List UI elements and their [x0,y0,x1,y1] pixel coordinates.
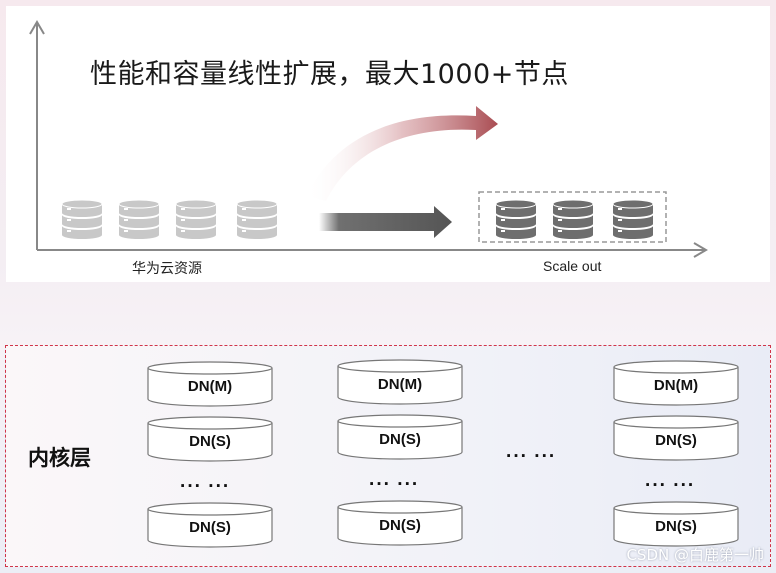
db-cylinder-icon [147,502,273,548]
database-icon [61,199,103,239]
node-label: DN(S) [379,431,421,448]
node-label: DN(M) [377,376,423,393]
db-node: DN(M) [147,361,273,407]
db-cylinder-icon [613,360,739,406]
database-icon [118,199,160,239]
db-cylinder-icon [613,415,739,461]
axis-label-scale-out: Scale out [543,258,602,274]
db-cylinder-icon [337,414,463,460]
columns-ellipsis: ··· ··· [506,446,557,467]
db-node: DN(S) [337,414,463,460]
db-node: DN(S) [337,500,463,546]
db-cylinder-icon [147,361,273,407]
dark-database-icons [495,199,654,239]
node-label: DN(M) [187,378,233,395]
node-label: DN(S) [189,519,231,536]
watermark: CSDN @白鹿第一帅 [626,546,764,564]
node-label: DN(S) [655,432,697,449]
database-icon [552,199,594,239]
database-icon [175,199,217,239]
scale-out-panel: 性能和容量线性扩展，最大1000+节点 华为云资源 Scale out [6,6,770,282]
light-database-icons [61,199,278,239]
db-cylinder-icon [337,359,463,405]
axis-label-resources: 华为云资源 [132,260,202,276]
scale-out-graphic [29,20,708,258]
database-icon [612,199,654,239]
scaled-group-box [478,191,667,243]
column-ellipsis: ··· ··· [369,474,420,495]
db-node: DN(M) [613,360,739,406]
node-label: DN(S) [379,517,421,534]
db-node: DN(S) [147,502,273,548]
kernel-layer-panel: 内核层 DN(M) DN(S) ··· ··· DN(S) DN(M) DN(S… [5,345,771,567]
db-cylinder-icon [613,501,739,547]
db-node: DN(M) [337,359,463,405]
node-label: DN(S) [655,518,697,535]
node-label: DN(M) [653,377,699,394]
column-ellipsis: ··· ··· [645,475,696,496]
axes [29,20,708,258]
db-cylinder-icon [337,500,463,546]
scale-arrow [319,206,452,238]
db-node: DN(S) [613,501,739,547]
kernel-layer-label: 内核层 [28,446,91,470]
headline: 性能和容量线性扩展，最大1000+节点 [90,59,569,90]
database-icon [236,199,278,239]
node-label: DN(S) [189,433,231,450]
database-icon [495,199,537,239]
db-node: DN(S) [613,415,739,461]
db-node: DN(S) [147,416,273,462]
column-ellipsis: ··· ··· [180,476,231,497]
db-cylinder-icon [147,416,273,462]
growth-curve-arrow [306,106,498,201]
